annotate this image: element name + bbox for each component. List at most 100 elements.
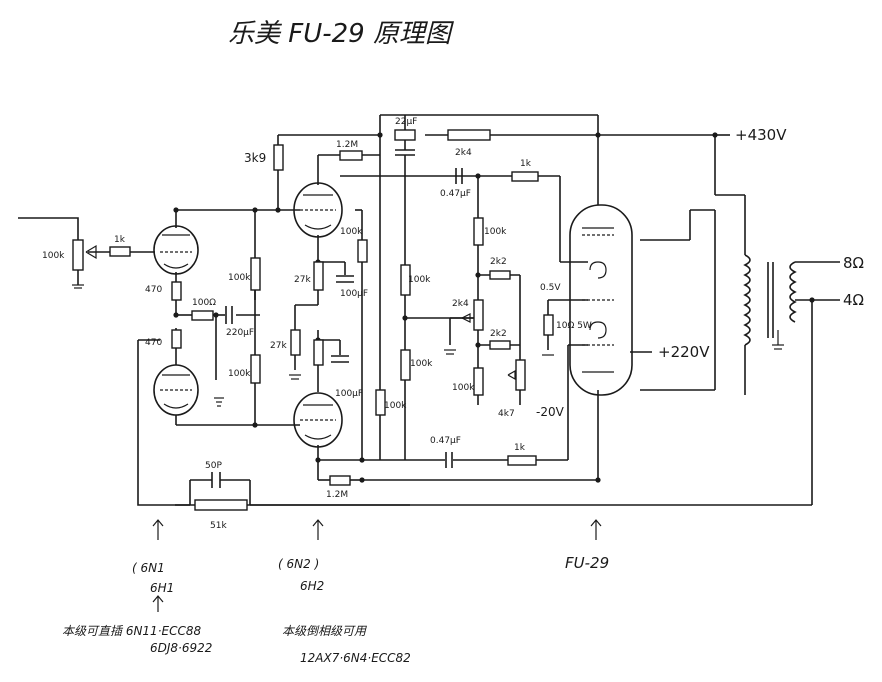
label-bias: -20V bbox=[536, 405, 565, 419]
junctions bbox=[173, 132, 815, 483]
label-tube-a-2: 6H1 bbox=[150, 581, 174, 595]
cap-047-top-symbol bbox=[455, 168, 463, 184]
label-c-100uf-a: 100μF bbox=[340, 289, 368, 299]
resistor-1m2-top-symbol bbox=[339, 150, 363, 161]
pot-2k4-symbol bbox=[473, 299, 484, 331]
label-c-22uf: 22μF bbox=[395, 117, 417, 127]
note-stage-a-2: 6DJ8·6922 bbox=[150, 641, 212, 655]
cap-100uf-a-symbol bbox=[336, 275, 354, 283]
label-r-feedback: 51k bbox=[210, 521, 227, 531]
resistor-100k-f-symbol bbox=[400, 349, 411, 381]
note-stage-b-2: 12AX7·6N4·ECC82 bbox=[300, 651, 411, 665]
tube-v1a bbox=[153, 225, 199, 275]
output-transformer bbox=[743, 254, 797, 346]
label-r-100k-c: 100k bbox=[340, 227, 363, 237]
label-r-100k-d: 100k bbox=[384, 401, 407, 411]
rail-labels: +430V +220V 8Ω 4Ω bbox=[658, 126, 864, 361]
cap-220uf-symbol bbox=[225, 306, 233, 324]
label-tube-b-1: ( 6N2 ) bbox=[278, 557, 319, 571]
label-tube-b-2: 6H2 bbox=[300, 579, 324, 593]
label-r-2k2-b: 2k2 bbox=[490, 329, 507, 339]
wiring bbox=[18, 114, 840, 506]
label-r-100k-v: 100k bbox=[410, 359, 433, 369]
label-power-tube: FU-29 bbox=[565, 554, 609, 572]
input-pot-symbol bbox=[72, 239, 84, 271]
tube-v2a bbox=[293, 182, 343, 238]
label-r-2k4-top: 2k4 bbox=[455, 148, 472, 158]
label-b-plus-low: +220V bbox=[658, 343, 710, 361]
cap-feedback-symbol bbox=[211, 472, 221, 488]
resistor-100k-v-symbol bbox=[473, 367, 484, 396]
label-r-4k7: 4k7 bbox=[498, 409, 515, 419]
label-c-feedback: 50P bbox=[205, 461, 222, 471]
component-symbols bbox=[72, 129, 554, 511]
pot-4k7-symbol bbox=[515, 359, 526, 391]
label-r-100k-e: 100k bbox=[408, 275, 431, 285]
label-r-100k-a: 100k bbox=[228, 273, 251, 283]
label-r-0-5v: 0.5V bbox=[540, 283, 561, 293]
label-tap-4: 4Ω bbox=[843, 291, 864, 309]
label-c-220uf: 220μF bbox=[226, 328, 254, 338]
resistor-1m2-bottom-symbol bbox=[329, 475, 351, 486]
resistor-3k9-symbol bbox=[273, 144, 284, 171]
tube-v1b bbox=[153, 364, 199, 416]
resistor-1k-top-symbol bbox=[511, 171, 539, 182]
arrow-stage-b bbox=[312, 519, 324, 540]
label-r-470-a: 470 bbox=[145, 285, 162, 295]
cap-047-bottom-symbol bbox=[445, 452, 453, 468]
label-r-1m2-top: 1.2M bbox=[336, 140, 358, 150]
label-input-pot: 100k bbox=[42, 251, 65, 261]
label-tap-8: 8Ω bbox=[843, 254, 864, 272]
resistor-100-symbol bbox=[191, 310, 214, 321]
cap-100uf-b-symbol bbox=[331, 355, 349, 363]
resistor-2k4-top-symbol bbox=[447, 129, 491, 141]
label-r-27k-b: 27k bbox=[270, 341, 287, 351]
label-r-1m2-bottom: 1.2M bbox=[326, 490, 348, 500]
label-r-2k4-mid: 2k4 bbox=[452, 299, 469, 309]
resistor-1k-bottom-symbol bbox=[507, 455, 537, 466]
cap-22uf-symbol bbox=[394, 129, 416, 170]
resistor-1k-input bbox=[109, 246, 131, 257]
resistor-100k-mid-symbol bbox=[473, 217, 484, 246]
vacuum-tubes bbox=[153, 182, 633, 448]
resistor-470-a-symbol bbox=[171, 281, 182, 301]
label-r-27k-a: 27k bbox=[294, 275, 311, 285]
label-c-100uf-b: 100μF bbox=[335, 389, 363, 399]
label-b-plus-high: +430V bbox=[735, 126, 787, 144]
schematic-title: 乐美 FU-29 原理图 bbox=[228, 19, 455, 49]
resistor-10-5w-symbol bbox=[543, 314, 554, 336]
label-r-1k-top: 1k bbox=[520, 159, 532, 169]
resistor-mid-symbol bbox=[313, 339, 324, 366]
resistor-2k2-a-symbol bbox=[489, 270, 511, 280]
label-r-2k2-a: 2k2 bbox=[490, 257, 507, 267]
resistor-470-b-symbol bbox=[171, 329, 182, 349]
resistor-2k2-b-symbol bbox=[489, 340, 511, 350]
resistor-27k-a-symbol bbox=[313, 261, 324, 291]
resistor-100k-a-symbol bbox=[250, 257, 261, 291]
label-c-047-top: 0.47μF bbox=[440, 189, 471, 199]
label-r-470-b: 470 bbox=[145, 338, 162, 348]
bottom-annotations: ( 6N1 6H1 本级可直插 6N11·ECC88 6DJ8·6922 ( 6… bbox=[62, 519, 609, 665]
note-stage-a-1: 本级可直插 6N11·ECC88 bbox=[62, 624, 201, 638]
note-stage-b-1: 本级倒相级可用 bbox=[282, 624, 367, 638]
label-r-1k-bottom: 1k bbox=[514, 443, 526, 453]
component-labels: 100k 1k 470 470 100Ω 220μF 3k9 100k 100k… bbox=[42, 117, 592, 531]
resistor-100k-d-symbol bbox=[375, 389, 386, 416]
label-r-3k9: 3k9 bbox=[244, 151, 266, 165]
arrow-power-tube bbox=[590, 519, 602, 540]
resistor-feedback-symbol bbox=[194, 499, 248, 511]
arrow-stage-a bbox=[152, 519, 164, 540]
tube-v2b bbox=[293, 392, 343, 448]
label-tube-a-1: ( 6N1 bbox=[132, 561, 165, 575]
resistor-100k-b-symbol bbox=[250, 354, 261, 384]
label-r-10-5w: 10Ω 5W bbox=[556, 321, 592, 331]
arrow-stage-a-2 bbox=[152, 595, 164, 612]
label-r-100k-b: 100k bbox=[228, 369, 251, 379]
resistor-100k-e-symbol bbox=[400, 264, 411, 296]
label-r-100-mid: 100Ω bbox=[192, 298, 216, 308]
label-r-100k-vb: 100k bbox=[452, 383, 475, 393]
resistor-100k-c-symbol bbox=[357, 239, 368, 263]
label-r-100k-mid: 100k bbox=[484, 227, 507, 237]
label-r-grid-stop: 1k bbox=[114, 235, 126, 245]
